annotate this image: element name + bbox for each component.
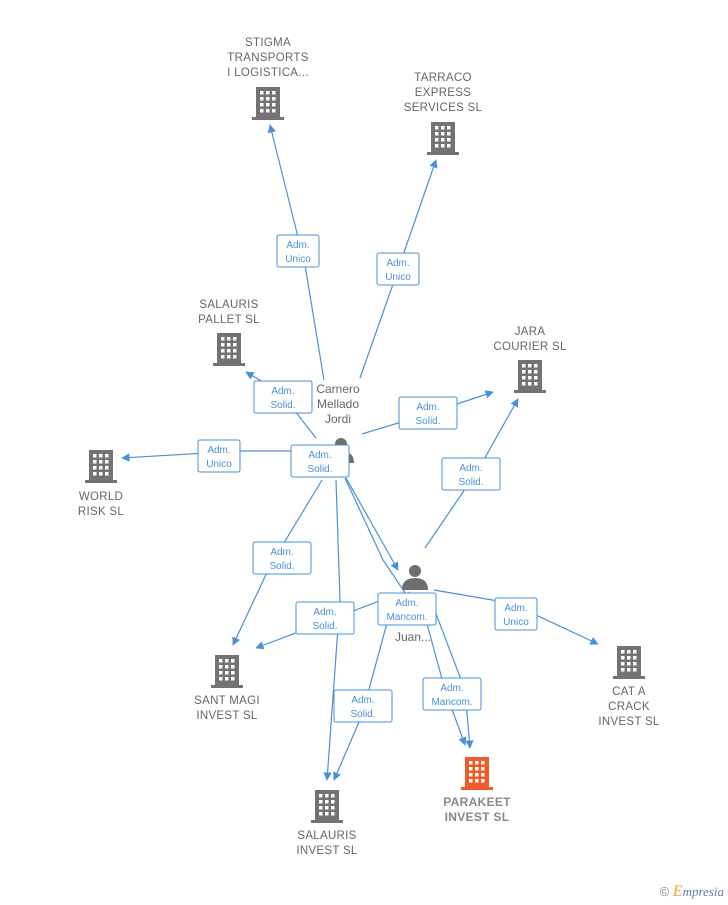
company-label-line: INVEST SL: [196, 710, 258, 722]
company-node-world-risk[interactable]: WORLD RISK SL: [78, 450, 125, 518]
role-badge-text: Adm.: [395, 598, 418, 609]
role-badge-text: Solid.: [458, 477, 483, 488]
role-badge[interactable]: Adm. Unico: [197, 439, 241, 473]
company-label-line: PARAKEET: [443, 795, 511, 809]
role-badge-text: Adm.: [386, 258, 409, 269]
role-badge-text: Solid.: [312, 621, 337, 632]
company-label-line: SANT MAGI: [194, 695, 260, 707]
role-badge-text: Solid.: [307, 464, 332, 475]
company-label-line: STIGMA: [245, 37, 291, 49]
empresia-watermark[interactable]: © Empresia: [660, 883, 724, 901]
company-label-line: INVEST SL: [445, 810, 510, 824]
role-badge-text: Unico: [285, 254, 311, 265]
company-node-cat-a-crack[interactable]: CAT A CRACK INVEST SL: [598, 646, 660, 728]
company-label-line: TARRACO: [414, 72, 471, 84]
building-icon: [213, 333, 245, 366]
role-badge-text: Unico: [206, 459, 232, 470]
brand-e-glyph: E: [672, 883, 683, 900]
company-label-line: WORLD: [79, 491, 123, 503]
role-badge[interactable]: Adm. Unico: [376, 252, 420, 286]
role-badge[interactable]: Adm. Solid.: [252, 541, 312, 575]
role-badge-text: Solid.: [350, 709, 375, 720]
building-icon: [252, 87, 284, 120]
brand-name: mpresia: [682, 884, 724, 899]
role-badge-text: Adm.: [271, 386, 294, 397]
nodes-layer: STIGMA TRANSPORTS I LOGISTICA... TARRACO EXP…: [78, 37, 660, 857]
company-label-line: SALAURIS: [297, 830, 356, 842]
company-node-salauris-pallet[interactable]: SALAURIS PALLET SL: [198, 299, 260, 366]
company-label-line: I LOGISTICA...: [227, 67, 309, 79]
person-node-juan[interactable]: Juan...: [395, 565, 431, 644]
building-icon: [211, 655, 243, 688]
company-node-tarraco[interactable]: TARRACO EXPRESS SERVICES SL: [404, 72, 483, 155]
role-badge[interactable]: Adm. Solid.: [253, 380, 313, 414]
building-icon: [311, 790, 343, 823]
role-badge[interactable]: Adm. Unico: [276, 234, 320, 268]
role-badge-text: Adm.: [416, 402, 439, 413]
person-label-line: Jordi: [325, 412, 351, 426]
role-badge[interactable]: Adm. Solid.: [290, 444, 350, 478]
role-badge[interactable]: Adm. Unico: [494, 597, 538, 631]
company-node-sant-magi[interactable]: SANT MAGI INVEST SL: [194, 655, 260, 722]
role-badge-text: Adm.: [351, 695, 374, 706]
building-icon: [613, 646, 645, 679]
relation-edge: [359, 159, 438, 379]
role-badge[interactable]: Adm. Mancom.: [422, 677, 482, 711]
role-badge-text: Adm.: [270, 547, 293, 558]
company-label-line: INVEST SL: [598, 716, 660, 728]
person-label-line: Carnero: [316, 382, 360, 396]
company-node-salauris-invest[interactable]: SALAURIS INVEST SL: [296, 790, 358, 857]
building-icon: [514, 360, 546, 393]
role-badge-text: Adm.: [286, 240, 309, 251]
company-label-line: TRANSPORTS: [227, 52, 308, 64]
company-label-line: COURIER SL: [493, 341, 567, 353]
relation-edge: [345, 477, 399, 571]
role-badge-text: Mancom.: [386, 612, 427, 623]
role-badge-text: Adm.: [459, 463, 482, 474]
role-badge-text: Adm.: [308, 450, 331, 461]
company-label-line: PALLET SL: [198, 314, 260, 326]
role-badge[interactable]: Adm. Mancom.: [377, 592, 437, 626]
role-badge[interactable]: Adm. Solid.: [333, 689, 393, 723]
role-badge-text: Solid.: [269, 561, 294, 572]
role-badge-text: Unico: [503, 617, 529, 628]
edges-layer: [121, 124, 599, 781]
role-badge-text: Adm.: [440, 683, 463, 694]
company-label-line: EXPRESS: [415, 87, 471, 99]
role-badge-text: Adm.: [207, 445, 230, 456]
company-label-line: CAT A: [612, 686, 646, 698]
building-icon: [427, 122, 459, 155]
person-label-line: Juan...: [395, 630, 431, 644]
company-node-jara[interactable]: JARA COURIER SL: [493, 326, 567, 393]
role-badge-text: Adm.: [504, 603, 527, 614]
role-badge[interactable]: Adm. Solid.: [441, 457, 501, 491]
role-badge-text: Solid.: [415, 416, 440, 427]
building-icon: [85, 450, 117, 483]
role-badge[interactable]: Adm. Solid.: [295, 601, 355, 635]
company-label-line: SALAURIS: [199, 299, 258, 311]
relation-edge: [344, 477, 411, 601]
company-label-line: SERVICES SL: [404, 102, 483, 114]
role-badge-text: Unico: [385, 272, 411, 283]
company-label-line: JARA: [515, 326, 546, 338]
role-badge[interactable]: Adm. Solid.: [398, 396, 458, 430]
role-badge-text: Mancom.: [431, 697, 472, 708]
company-label-line: RISK SL: [78, 506, 125, 518]
building-icon: [461, 757, 493, 790]
person-icon: [402, 565, 428, 590]
role-badge-text: Adm.: [313, 607, 336, 618]
company-label-line: INVEST SL: [296, 845, 358, 857]
role-badge-text: Solid.: [270, 400, 295, 411]
relation-edge: [323, 479, 341, 781]
copyright-symbol: ©: [659, 884, 670, 899]
company-node-stigma[interactable]: STIGMA TRANSPORTS I LOGISTICA...: [227, 37, 309, 120]
company-label-line: CRACK: [608, 701, 650, 713]
person-label-line: Mellado: [317, 397, 359, 411]
